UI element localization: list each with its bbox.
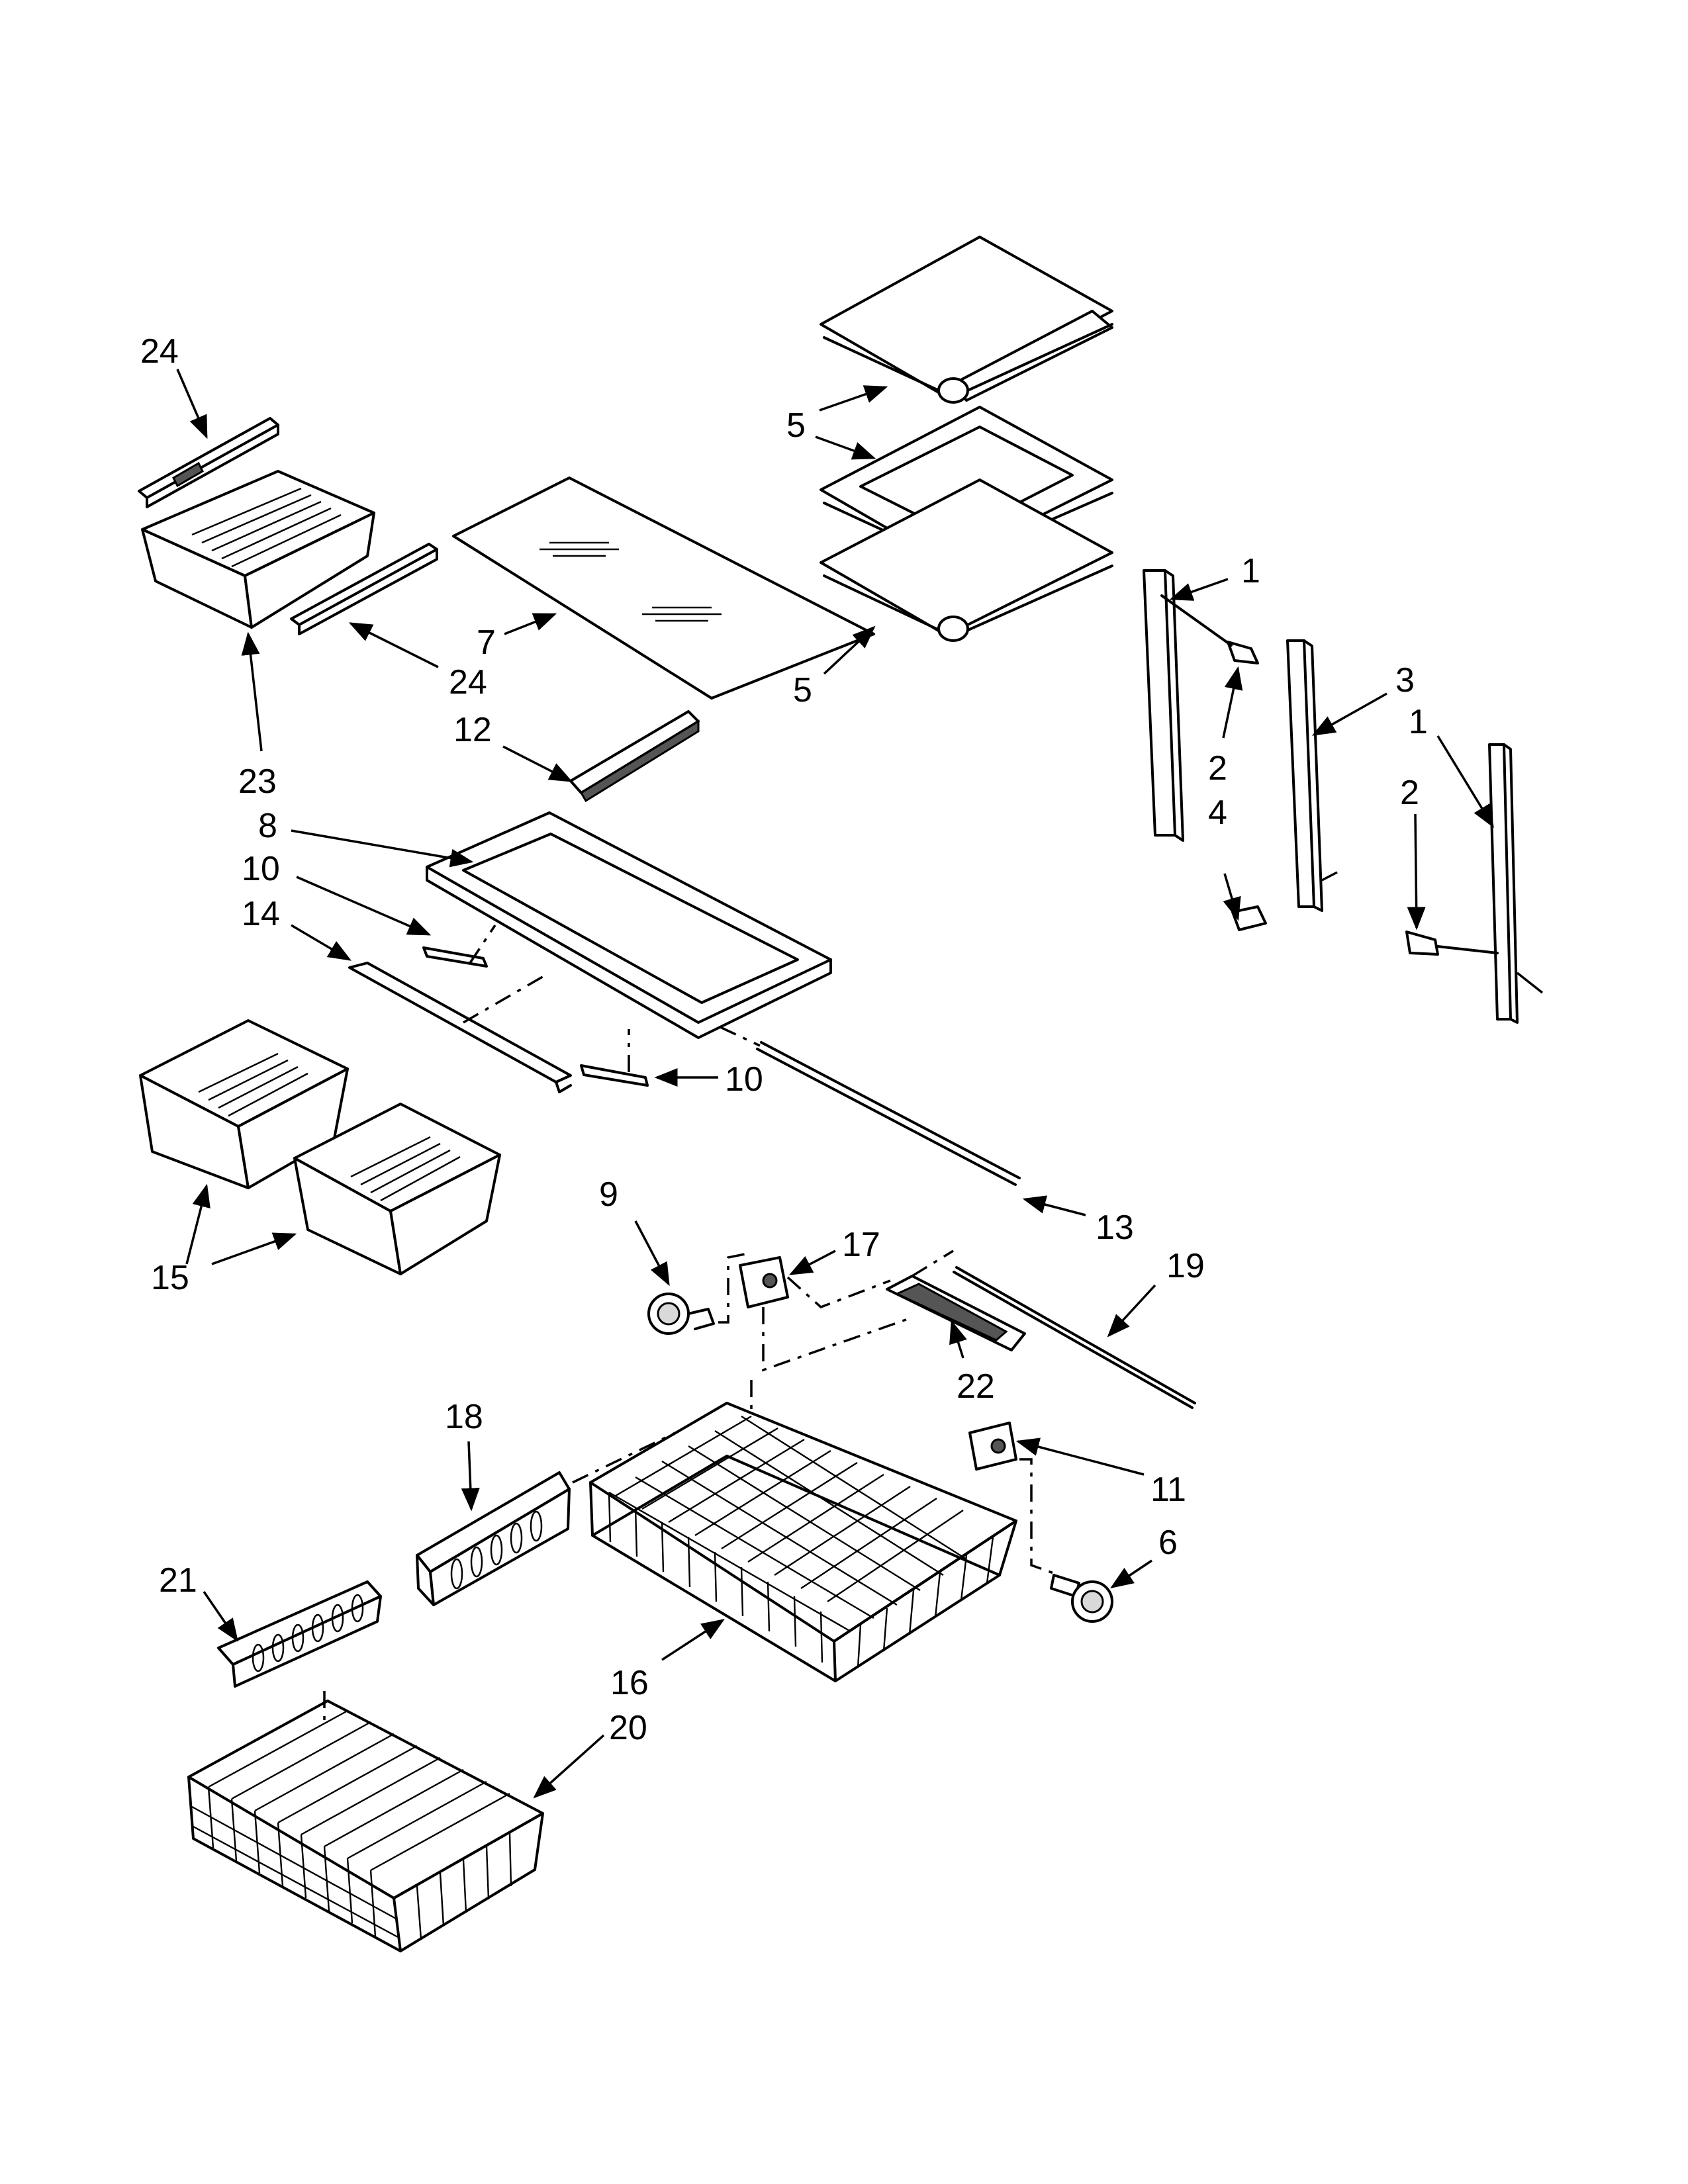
basket-rod [953, 1266, 1196, 1409]
callout-19: 19 [1166, 1247, 1205, 1285]
callout-4: 4 [1208, 794, 1227, 832]
callout-15: 15 [151, 1259, 189, 1297]
screw-upper [1160, 594, 1259, 664]
glass-shelf [452, 477, 875, 700]
crisper-drawer-small [141, 470, 375, 629]
callout-24-lower: 24 [449, 663, 487, 702]
shelf-ladder-center [1286, 639, 1338, 912]
gear-right [1050, 1574, 1113, 1623]
callout-12: 12 [453, 711, 492, 749]
clip-left [422, 925, 496, 968]
crisper-drawer-right [293, 1103, 501, 1275]
callout-24-top: 24 [140, 332, 179, 371]
callout-6: 6 [1158, 1524, 1178, 1562]
shelf-bracket [569, 710, 700, 803]
basket-bracket-right [968, 1422, 1060, 1576]
callout-21: 21 [159, 1561, 197, 1600]
callout-10-right: 10 [725, 1060, 763, 1099]
callout-7: 7 [477, 623, 496, 662]
callout-10-left: 10 [242, 850, 280, 888]
callout-3: 3 [1395, 661, 1415, 700]
shelf-ladder-right [1488, 743, 1544, 1024]
callout-labels: 24 24 23 7 5 5 1 3 1 2 4 2 12 8 10 14 10… [140, 332, 1428, 1747]
door-shelf-top [820, 236, 1113, 404]
callout-2-left: 2 [1208, 749, 1227, 788]
wire-basket-upper [589, 1402, 1017, 1682]
screw-right [1405, 931, 1499, 956]
callout-20: 20 [609, 1709, 647, 1747]
shelf-ladder-left [1143, 569, 1184, 842]
callout-17: 17 [842, 1226, 880, 1264]
callout-8: 8 [258, 807, 277, 845]
clip-right [580, 1029, 649, 1087]
callout-5-top: 5 [786, 406, 806, 445]
door-shelf-bottom [820, 478, 1113, 642]
crisper-drawer-left [139, 1019, 349, 1189]
basket-bracket-left [739, 1256, 914, 1372]
callout-22: 22 [957, 1367, 995, 1406]
cover-strip [348, 962, 572, 1093]
callout-11: 11 [1150, 1471, 1186, 1509]
basket-divider-upper [416, 1432, 676, 1606]
callout-18: 18 [445, 1398, 483, 1436]
crisper-cover-frame [426, 811, 832, 1039]
callout-5-bottom: 5 [793, 671, 812, 709]
callout-13: 13 [1096, 1208, 1134, 1247]
drawer-rail-top [138, 417, 279, 508]
wire-basket-lower [187, 1700, 544, 1952]
leader-lines [176, 369, 1494, 1799]
callout-14: 14 [242, 895, 280, 933]
callout-1-left: 1 [1241, 552, 1260, 590]
drawer-rail-lower [290, 543, 438, 635]
callout-1-right: 1 [1409, 703, 1428, 741]
basket-divider-lower [217, 1580, 382, 1721]
callout-16: 16 [610, 1664, 649, 1702]
support-rod [720, 1026, 1021, 1186]
callout-23: 23 [238, 762, 277, 801]
callout-9: 9 [599, 1175, 618, 1214]
gear-left [647, 1253, 745, 1335]
callout-2-right: 2 [1400, 774, 1419, 812]
